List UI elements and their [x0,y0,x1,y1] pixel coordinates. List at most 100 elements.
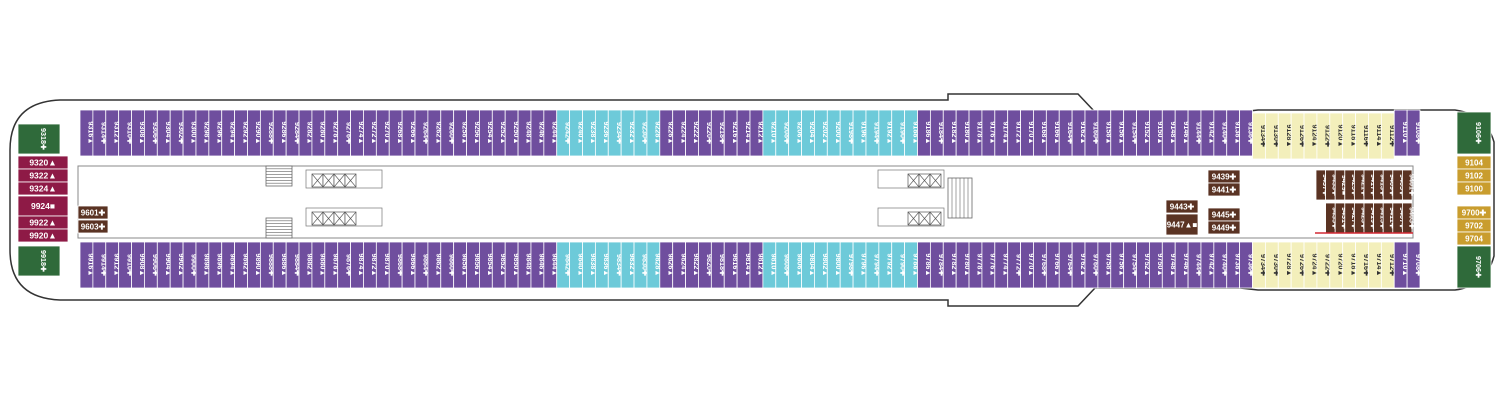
cabin-number: 9822▲ [692,253,701,276]
suite-9104[interactable]: 9104 [1456,155,1492,170]
cabin-9892[interactable]: 9892▲ [234,241,251,289]
elevator [918,211,931,226]
suite-9102[interactable]: 9102 [1456,168,1492,183]
cabin-9108[interactable]: 9108✚ [1406,109,1423,157]
cabin-number: 9439✚ [1212,173,1237,182]
cabin-9896[interactable]: 9896▲ [208,241,225,289]
cabin-9401[interactable]: 9401✚ [1402,169,1416,201]
cabin-9810[interactable]: 9810▲ [762,241,779,289]
cabin-number: 9122✚ [1324,125,1333,147]
cabin-9601[interactable]: 9601✚ [77,205,109,220]
cabin-number: 9872▲ [370,253,379,276]
cabin-number: 9790✚ [898,254,907,276]
cabin-number: 9272▲ [370,121,379,144]
cabin-number: 9252▲ [499,121,508,144]
cabin-9172[interactable]: 9172▲ [1007,109,1024,157]
cabin-number: 9738▲ [1233,253,1242,276]
cabin-9443[interactable]: 9443✚ [1165,199,1199,214]
cabin-number: 9858▲ [460,253,469,276]
cabin-9174[interactable]: 9174▲ [994,109,1011,157]
cabin-9868[interactable]: 9868✚ [388,241,405,289]
cabin-number: 9798✚ [847,254,856,276]
suite-9320[interactable]: 9320▲ [17,155,69,170]
cabin-9312[interactable]: 9312▲ [105,109,122,157]
cabin-9856[interactable]: 9856▲ [466,241,483,289]
cabin-9228[interactable]: 9228▲ [646,109,663,157]
cabin-number: 9264✚ [422,122,431,144]
cabin-9706[interactable]: 9706✚ [1456,245,1492,289]
cabin-9776[interactable]: 9776▲ [981,241,998,289]
cabin-9106[interactable]: 9106✚ [1456,111,1492,155]
cabin-9708[interactable]: 9708✚ [1406,241,1423,289]
cabin-9130[interactable]: 9130✚ [1264,112,1281,160]
cabin-number: 9780▲ [963,253,972,276]
cabin-9754[interactable]: 9754✚ [1123,241,1140,289]
cabin-9122[interactable]: 9122✚ [1316,112,1333,160]
suite-9704[interactable]: 9704 [1456,231,1492,246]
cabin-number: 9714▲ [1375,253,1384,276]
cabin-number: 9882▲ [306,253,315,276]
elevator [907,211,920,226]
cabin-9439[interactable]: 9439✚ [1207,169,1241,184]
cabin-9822[interactable]: 9822▲ [685,241,702,289]
cabin-9234[interactable]: 9234✚ [607,109,624,157]
cabin-number: 9884✚ [293,254,302,276]
suite-9920[interactable]: 9920▲ [17,228,69,243]
cabin-9449[interactable]: 9449✚ [1207,220,1241,235]
cabin-number: 9172▲ [1014,121,1023,144]
cabin-9288[interactable]: 9288✚ [259,109,276,157]
cabin-9850[interactable]: 9850▲ [504,241,521,289]
suite-9322[interactable]: 9322▲ [17,168,69,183]
suite-9922[interactable]: 9922▲ [17,215,69,230]
cabin-9302[interactable]: 9302✚ [169,109,186,157]
cabin-number: 9810▲ [770,253,779,276]
cabin-9916[interactable]: 9916▲ [79,241,96,289]
cabin-number: 9744✚ [1195,254,1204,276]
cabin-9318[interactable]: 9318✚ [17,123,61,155]
cabin-number: 9874▲ [357,253,366,276]
cabin-9445[interactable]: 9445✚ [1207,207,1241,222]
cabin-9728[interactable]: 9728▲ [1277,241,1294,289]
suite-9100[interactable]: 9100 [1456,181,1492,196]
cabin-9766[interactable]: 9766▲ [1045,241,1062,289]
cabin-number: 9152▲ [1143,121,1152,144]
cabin-number: 9445✚ [1212,211,1237,220]
cabin-9603[interactable]: 9603✚ [77,219,109,234]
cabin-number: 9222▲ [692,121,701,144]
cabin-number: 9248▲ [525,121,534,144]
cabin-number: 9224▲ [679,121,688,144]
cabin-9214[interactable]: 9214▲ [736,109,753,157]
suite-9924[interactable]: 9924■ [17,195,69,217]
cabin-9284[interactable]: 9284✚ [285,109,302,157]
cabin-number: 9864✚ [422,254,431,276]
cabin-9158[interactable]: 9158▲ [1097,109,1114,157]
cabin-9441[interactable]: 9441✚ [1207,182,1241,197]
cabin-9194[interactable]: 9194✚ [865,109,882,157]
cabin-9744[interactable]: 9744✚ [1187,241,1204,289]
cabin-number: 9294▲ [228,121,237,144]
cabin-9740[interactable]: 9740✚ [1213,241,1230,289]
cabin-9403[interactable]: 9403✚ [1402,202,1416,234]
cabin-9180[interactable]: 9180▲ [955,109,972,157]
cabin-9716[interactable]: 9716✚ [1355,241,1372,289]
suite-9700[interactable]: 9700✚ [1456,205,1492,220]
cabin-number: 9718▲ [1349,253,1358,276]
cabin-9306[interactable]: 9306✚ [144,109,160,157]
cabin-number: 9758▲ [1105,253,1114,276]
cabin-number: 9824▲ [679,253,688,276]
cabin-9710[interactable]: 9710▲ [1393,241,1410,289]
cabin-number: 9150▲ [1156,121,1165,144]
cabin-9870[interactable]: 9870▲ [375,241,392,289]
suite-9324[interactable]: 9324▲ [17,181,69,196]
cabin-9218[interactable]: 9218✚ [710,109,727,157]
cabin-9918[interactable]: 9918✚ [17,245,61,277]
cabin-9447[interactable]: 9447▲■ [1165,213,1199,236]
cabin-9128[interactable]: 9128▲ [1277,112,1294,160]
cabin-9878[interactable]: 9878▲ [324,241,341,289]
lower-cabin-row: 9916▲9914✚9912▲9910✚9908▲9906✚9904▲9902▲… [79,241,1423,289]
cabin-9206[interactable]: 9206▲ [788,109,805,157]
suite-9702[interactable]: 9702 [1456,218,1492,233]
cabin-9888[interactable]: 9888✚ [259,241,276,289]
cabin-number: 9214▲ [744,121,753,144]
cabin-9188[interactable]: 9188▲ [904,109,921,157]
